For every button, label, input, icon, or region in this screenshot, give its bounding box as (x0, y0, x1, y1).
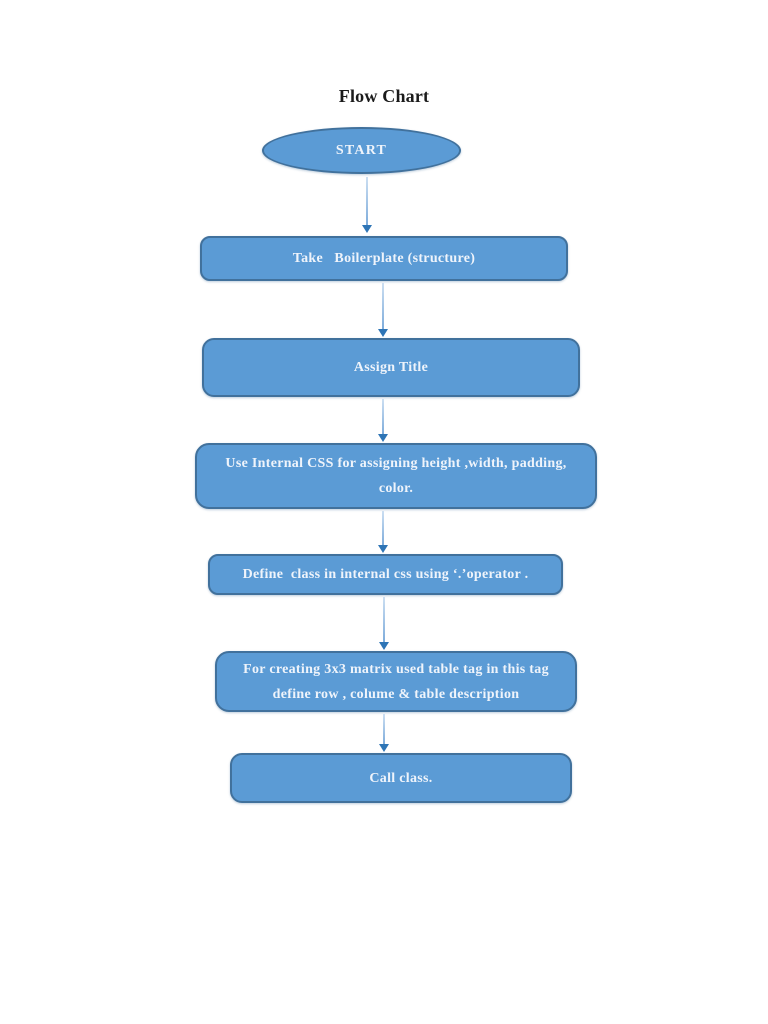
node-label: Take Boilerplate (structure) (292, 251, 476, 266)
flowchart-node-assign-title: Assign Title (202, 338, 580, 397)
arrow-down-icon (378, 434, 388, 442)
arrow-line (383, 597, 385, 642)
node-label-line-2: color. (378, 481, 414, 496)
flowchart-node-create-matrix: For creating 3x3 matrix used table tag i… (215, 651, 577, 712)
arrow-line (383, 714, 385, 744)
connector-arrow-4 (378, 511, 388, 553)
arrow-line (366, 177, 368, 225)
arrow-line (382, 283, 384, 329)
node-label-line-1: Use Internal CSS for assigning height ,w… (225, 456, 567, 471)
connector-arrow-1 (362, 177, 372, 233)
flowchart-node-start: START (262, 127, 461, 174)
arrow-down-icon (379, 744, 389, 752)
node-label: Define class in internal css using ‘.’op… (242, 567, 529, 582)
flowchart-node-define-class: Define class in internal css using ‘.’op… (208, 554, 563, 595)
arrow-down-icon (379, 642, 389, 650)
flowchart-node-take-boilerplate: Take Boilerplate (structure) (200, 236, 568, 281)
arrow-down-icon (362, 225, 372, 233)
connector-arrow-2 (378, 283, 388, 337)
flowchart-node-call-class: Call class. (230, 753, 572, 803)
connector-arrow-6 (379, 714, 389, 752)
arrow-down-icon (378, 329, 388, 337)
arrow-line (382, 399, 384, 434)
node-label: START (335, 143, 388, 158)
flowchart-node-use-internal-css: Use Internal CSS for assigning height ,w… (195, 443, 597, 509)
connector-arrow-5 (379, 597, 389, 650)
arrow-line (382, 511, 384, 545)
flowchart-title: Flow Chart (338, 86, 430, 106)
connector-arrow-3 (378, 399, 388, 442)
node-label-line-2: define row , colume & table description (272, 686, 520, 702)
node-label: Assign Title (353, 360, 429, 375)
arrow-down-icon (378, 545, 388, 553)
node-label-line-1: For creating 3x3 matrix used table tag i… (243, 661, 549, 677)
node-label: Call class. (369, 770, 433, 786)
